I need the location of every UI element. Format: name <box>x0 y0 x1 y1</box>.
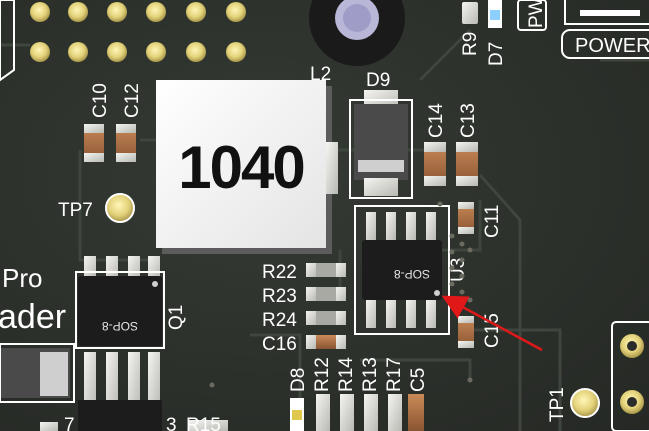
pro-text: Pro <box>2 263 42 293</box>
c16-label: C16 <box>262 334 297 355</box>
inductor-marking: 1040 <box>178 134 303 201</box>
ader-text: ader <box>0 298 66 336</box>
capacitors-c10-c12 <box>84 124 136 162</box>
r12-label: R12 <box>312 357 333 392</box>
c15-label: C15 <box>482 313 503 348</box>
header-pins <box>0 0 246 82</box>
capacitors-c14-c13 <box>424 142 478 186</box>
c13-label: C13 <box>458 103 479 138</box>
r22-label: R22 <box>262 262 297 283</box>
d8-label: D8 <box>288 368 309 392</box>
tp1-test-point-icon <box>570 388 600 418</box>
inductor-l2 <box>156 80 338 254</box>
capacitor-c15 <box>458 316 474 348</box>
pw-label: PW <box>526 0 547 28</box>
resistors-r22-r24-c16 <box>306 263 346 349</box>
bottom-row-parts <box>188 394 424 431</box>
r15-label: R15 <box>186 415 221 431</box>
ic-u3 <box>354 205 450 335</box>
diode-d9 <box>349 90 413 199</box>
r9-label: R9 <box>460 32 481 56</box>
u3-package-label: SOP-8 <box>394 267 430 281</box>
r24-label: R24 <box>262 310 297 331</box>
copper-traces <box>0 28 649 431</box>
l2-label: L2 <box>310 64 331 85</box>
q1-label: Q1 <box>166 305 187 330</box>
r23-label: R23 <box>262 286 297 307</box>
transistor-q1 <box>0 256 165 431</box>
annotation-arrow-icon <box>441 295 543 352</box>
d7-label: D7 <box>486 42 507 66</box>
partial-3-label: 3 <box>166 415 177 431</box>
top-right-parts <box>462 0 649 59</box>
c11-label: C11 <box>482 205 503 238</box>
c5-label: C5 <box>408 368 429 392</box>
capacitor-c11 <box>458 202 474 234</box>
mounting-hole <box>309 0 405 66</box>
c12-label: C12 <box>122 83 143 118</box>
d9-label: D9 <box>366 70 390 91</box>
q1-package-label: SOP-8 <box>102 319 138 333</box>
power-label: POWER <box>575 35 649 57</box>
tp7-test-point-icon <box>105 193 135 223</box>
c10-label: C10 <box>90 83 111 118</box>
tp1-label: TP1 <box>547 387 568 422</box>
c14-label: C14 <box>426 103 447 138</box>
connector-pads <box>611 321 649 431</box>
tp7-label: TP7 <box>58 200 93 221</box>
r14-label: R14 <box>336 357 357 392</box>
r13-label: R13 <box>360 357 381 392</box>
r17-label: R17 <box>384 357 405 392</box>
small-pad <box>40 422 58 431</box>
partial-7-label: 7 <box>64 415 75 431</box>
